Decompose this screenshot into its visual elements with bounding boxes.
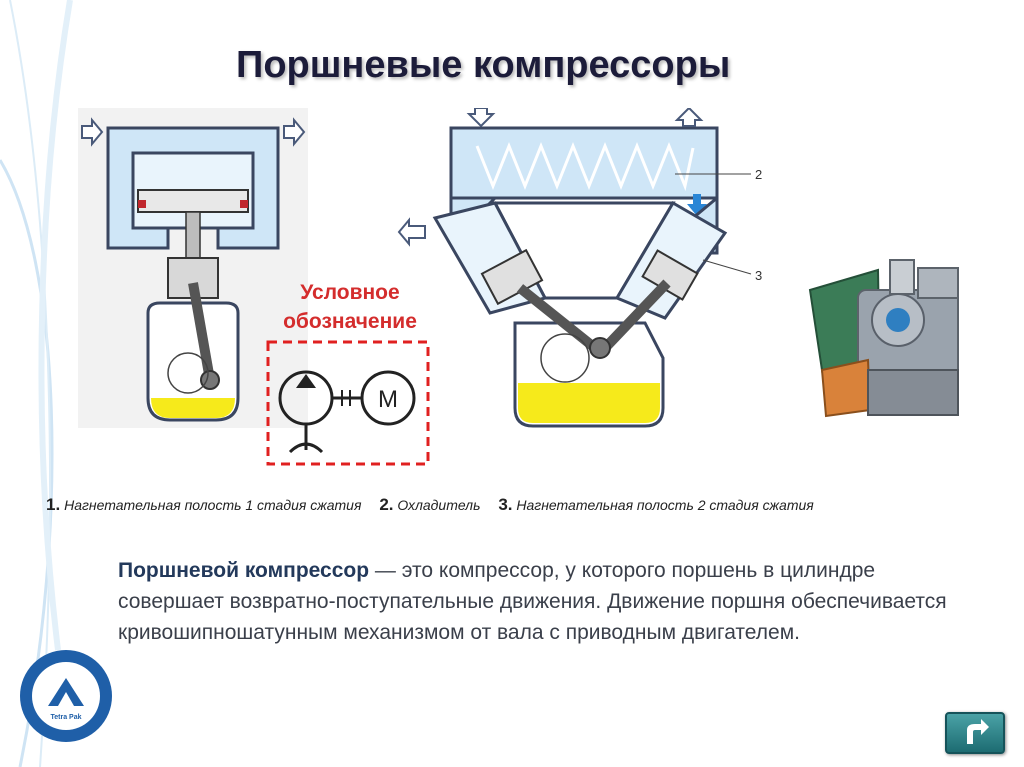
definition-paragraph: Поршневой компрессор — это компрессор, у…: [118, 555, 968, 648]
definition-term: Поршневой компрессор: [118, 559, 369, 582]
legend-item-2: 2. Охладитель: [379, 497, 480, 513]
return-arrow-icon: [947, 714, 1003, 752]
label-cooler: 2: [755, 167, 762, 182]
diagram-legend: 1. Нагнетательная полость 1 стадия сжати…: [46, 495, 814, 515]
logo-brand: Tetra Pak: [18, 714, 114, 721]
legend-item-3: 3. Нагнетательная полость 2 стадия сжати…: [498, 497, 813, 513]
page-title: Поршневые компрессоры: [236, 44, 730, 87]
two-stage-compressor-diagram: 2 3: [395, 108, 775, 438]
label-stage2: 3: [755, 268, 762, 283]
compressor-3d-illustration: [798, 250, 978, 430]
legend-item-1: 1. Нагнетательная полость 1 стадия сжати…: [46, 497, 361, 513]
tetra-pak-logo: Tetra Pak: [18, 648, 114, 744]
return-button[interactable]: [945, 712, 1005, 754]
